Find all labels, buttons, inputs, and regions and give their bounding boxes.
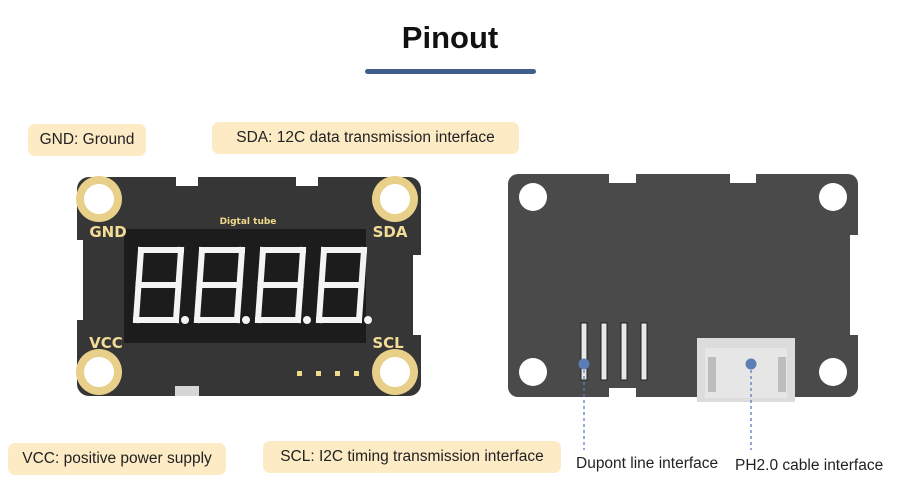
seven-segment-digits bbox=[132, 246, 372, 324]
label-ph2: PH2.0 cable interface bbox=[735, 457, 884, 474]
segment bbox=[358, 246, 368, 289]
decimal-point bbox=[242, 316, 250, 324]
title-underline bbox=[365, 69, 536, 74]
segment bbox=[196, 246, 206, 289]
decimal-point bbox=[303, 316, 311, 324]
ph2-connector bbox=[697, 338, 795, 402]
pad-gnd bbox=[76, 176, 122, 222]
label-scl: SCL: I2C timing transmission interface bbox=[263, 441, 561, 473]
silk-sda: SDA bbox=[373, 223, 408, 241]
segment bbox=[132, 281, 142, 324]
page-title: Pinout bbox=[401, 20, 499, 55]
silk-scl: SCL bbox=[372, 334, 404, 352]
segment bbox=[254, 281, 264, 324]
digit bbox=[254, 246, 311, 324]
segment bbox=[233, 281, 243, 324]
ph2-marker bbox=[745, 358, 757, 370]
segment bbox=[257, 246, 267, 289]
segment bbox=[135, 246, 145, 289]
decimal-point bbox=[181, 316, 189, 324]
segment bbox=[236, 246, 246, 289]
label-gnd: GND: Ground bbox=[28, 124, 146, 156]
silk-title: Digtal tube bbox=[220, 217, 277, 227]
segment bbox=[315, 281, 325, 324]
dupont-marker bbox=[578, 358, 590, 370]
pad-sda bbox=[372, 176, 418, 222]
silk-gnd: GND bbox=[89, 223, 126, 241]
segment bbox=[193, 281, 203, 324]
segment bbox=[294, 281, 304, 324]
dupont-header bbox=[580, 322, 648, 381]
pad-scl bbox=[372, 349, 418, 395]
pad-vcc bbox=[76, 349, 122, 395]
segment bbox=[297, 246, 307, 289]
back-board bbox=[508, 174, 858, 450]
digit bbox=[132, 246, 189, 324]
label-dupont: Dupont line interface bbox=[576, 455, 719, 472]
digit bbox=[193, 246, 250, 324]
silk-vcc: VCC bbox=[89, 334, 123, 352]
segment bbox=[318, 246, 328, 289]
decimal-point bbox=[364, 316, 372, 324]
segment bbox=[355, 281, 365, 324]
front-board: Digtal tube GND SDA VCC SCL bbox=[76, 176, 421, 396]
digit bbox=[315, 246, 372, 324]
label-vcc: VCC: positive power supply bbox=[8, 443, 226, 475]
segment bbox=[175, 246, 185, 289]
segment bbox=[172, 281, 182, 324]
label-sda: SDA: 12C data transmission interface bbox=[212, 122, 519, 154]
